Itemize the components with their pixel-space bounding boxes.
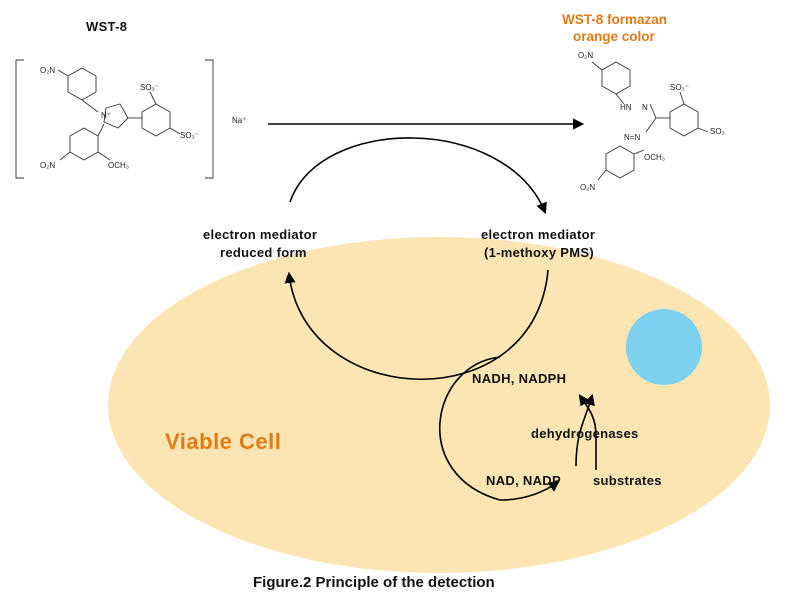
dehydrogenase-fork-stem — [578, 394, 597, 470]
label-formazan: WST-8 formazan — [562, 12, 667, 27]
wst8-so3-upper: SO₃⁻ — [140, 83, 159, 92]
wst8-n-plus: N⁺ — [101, 111, 111, 120]
label-viable-cell: Viable Cell — [165, 429, 281, 454]
formazan-och3: OCH₃ — [644, 153, 665, 162]
mediator-oxidation-arc — [289, 137, 547, 215]
formazan-so3-upper: SO₃⁻ — [670, 83, 689, 92]
wst8-so3-right: SO₃⁻ — [180, 131, 199, 140]
cell-nucleus — [626, 309, 702, 385]
formazan-n-top: N — [642, 103, 648, 112]
label-orange-color: orange color — [573, 29, 656, 44]
formazan-n-eq-n: N=N — [624, 133, 640, 142]
figure-caption: Figure.2 Principle of the detection — [253, 574, 495, 591]
wst8-na: Na⁺ — [232, 116, 246, 125]
label-nad: NAD, NADP — [486, 473, 561, 488]
wst8-structure: O₂N N⁺ SO₃⁻ SO₃⁻ O₂N OCH₃ Na⁺ — [15, 59, 246, 179]
dehydrogenase-fork-branch — [575, 393, 595, 467]
label-mediator-oxidized-1: electron mediator — [481, 227, 595, 242]
bracket-left — [15, 59, 24, 179]
formazan-structure: O₂N HN N SO₃⁻ SO₃ N=N OCH₃ O₂N — [578, 51, 725, 192]
label-mediator-reduced-1: electron mediator — [203, 227, 317, 242]
formazan-hn: HN — [620, 103, 632, 112]
label-wst8: WST-8 — [86, 19, 127, 34]
label-dehydrogenases: dehydrogenases — [531, 426, 639, 441]
label-mediator-reduced-2: reduced form — [220, 245, 307, 260]
formazan-so3-right: SO₃ — [710, 127, 725, 136]
wst8-no2-bottom: O₂N — [40, 161, 55, 170]
mediator-reduction-arc — [284, 269, 549, 380]
wst8-och3: OCH₃ — [108, 161, 129, 170]
nad-cycle-arc — [438, 356, 560, 501]
label-mediator-oxidized-2: (1-methoxy PMS) — [484, 245, 594, 260]
viable-cell — [108, 237, 770, 573]
bracket-right — [205, 59, 214, 179]
label-nadh: NADH, NADPH — [472, 371, 566, 386]
formazan-no2-bottom: O₂N — [580, 183, 595, 192]
wst8-no2-top: O₂N — [40, 66, 55, 75]
label-substrates: substrates — [593, 473, 662, 488]
formazan-no2-top: O₂N — [578, 51, 593, 60]
